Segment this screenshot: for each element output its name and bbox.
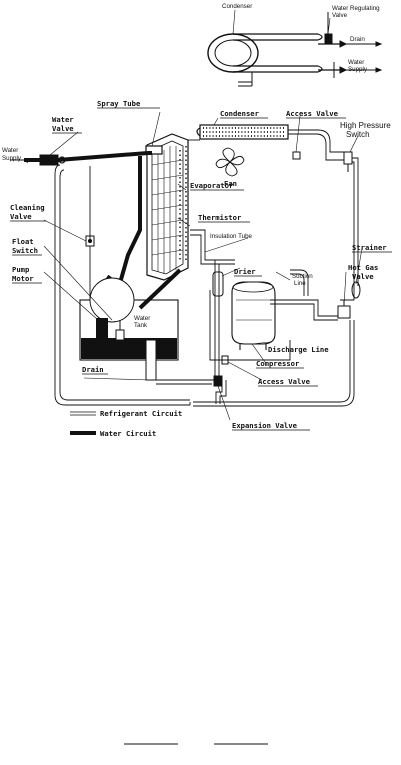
inset-condenser-inner <box>214 39 252 67</box>
legend-water: Water Circuit <box>100 429 156 438</box>
spray-tube-label: Spray Tube <box>97 99 141 108</box>
inset-diagram <box>207 9 383 87</box>
evaporator-label: Evaporator <box>190 181 234 190</box>
high-pressure-switch-label-1: High Pressure <box>340 121 391 130</box>
cleaning-valve <box>85 166 95 300</box>
drier-label: Drier <box>234 267 256 276</box>
main-diagram <box>10 111 363 421</box>
suction-line-label-1: Suction <box>292 273 313 280</box>
suction-line-label-2: Line <box>294 280 306 287</box>
leader-lines <box>23 111 363 421</box>
strainer <box>351 281 361 299</box>
fan <box>215 147 245 177</box>
hot-gas-valve-label-1: Hot Gas <box>348 263 378 272</box>
float-switch-label-2: Switch <box>12 246 38 255</box>
pump-motor-label-2: Motor <box>12 274 34 283</box>
insulation-tube-label: Insulation Tube <box>210 233 253 240</box>
legend: Refrigerant Circuit Water Circuit <box>70 409 182 438</box>
condenser-label: Condenser <box>220 109 260 118</box>
compressor <box>231 281 276 350</box>
water-supply-label-1: Water <box>2 147 18 154</box>
thermistor-label: Thermistor <box>198 213 242 222</box>
water-tank-label-1: Water <box>134 315 150 322</box>
water-tank <box>79 277 220 385</box>
fan-label: Fan <box>224 179 237 188</box>
inset-water-supply-label-1: Water <box>348 59 364 66</box>
expansion-valve <box>213 375 223 387</box>
high-pressure-switch-label-2: Switch <box>346 130 370 139</box>
expansion-valve-label: Expansion Valve <box>232 421 298 430</box>
high-pressure-switch <box>343 151 353 172</box>
condenser <box>196 124 289 140</box>
pump-motor-label-1: Pump <box>12 265 30 274</box>
compressor-label: Compressor <box>256 359 300 368</box>
inset-water-regulating-valve-label-1: Water Regulating <box>332 5 380 12</box>
spray-tube <box>145 145 163 155</box>
inset-water-supply-label-2: Supply <box>348 66 368 73</box>
inset-condenser-label: Condenser <box>222 3 252 10</box>
discharge-line-label: Discharge Line <box>268 345 329 354</box>
drain-label: Drain <box>82 365 104 374</box>
inset-water-regulating-valve-label-2: Valve <box>332 12 348 19</box>
cleaning-valve-label-2: Valve <box>10 212 32 221</box>
inset-water-regulating-valve <box>324 33 333 45</box>
refrigerant-circuit <box>54 129 359 407</box>
access-valve-bottom <box>221 355 229 365</box>
access-valve-top-label: Access Valve <box>286 109 339 118</box>
water-valve-label-2: Valve <box>52 124 74 133</box>
float-switch-label-1: Float <box>12 237 34 246</box>
evaporator <box>146 133 189 281</box>
water-supply-label-2: Supply <box>2 155 22 162</box>
water-tank-label-2: Tank <box>134 322 148 329</box>
water-valve <box>39 154 66 166</box>
water-valve-label-1: Water <box>52 115 74 124</box>
hot-gas-valve-label-2: Valve <box>352 272 374 281</box>
cleaning-valve-label-1: Cleaning <box>10 203 45 212</box>
access-valve-bottom-label: Access Valve <box>258 377 311 386</box>
inset-drain-label: Drain <box>350 36 365 43</box>
legend-refrigerant: Refrigerant Circuit <box>100 409 182 418</box>
strainer-label: Strainer <box>352 243 387 252</box>
access-valve-top <box>292 151 301 160</box>
drier <box>212 271 224 297</box>
